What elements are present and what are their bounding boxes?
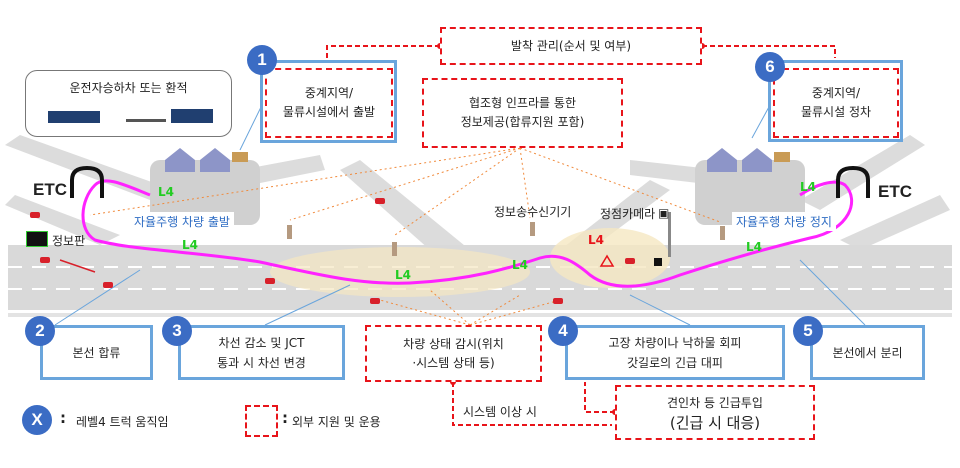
fallen-object-icon (654, 258, 662, 266)
ramp-left-lower (5, 195, 120, 245)
step-4-line1: 고장 차량이나 낙하물 회피 (608, 335, 742, 350)
step-1-line2: 물류시설에서 출발 (282, 105, 376, 119)
step-1-line1: 중계지역/ (304, 86, 354, 100)
info-box-line2: 정보제공(합류지원 포함) (460, 115, 585, 129)
right-logistics-yard (695, 160, 805, 225)
l4-badge: L4 (182, 238, 198, 252)
camera-label: 정점카메라 (600, 207, 656, 221)
step-5-text: 본선에서 분리 (832, 345, 903, 360)
info-board-icon (26, 231, 48, 247)
step-6-box: 중계지역/ 물류시설 정차 (768, 60, 903, 142)
cooperative-infra-info-box: 협조형 인프라를 통한 정보제공(합류지원 포함) (422, 78, 623, 148)
monitor-line2: ·시스템 상태 등) (412, 355, 495, 370)
departure-arrival-management-box: 발착 관리(순서 및 여부) (440, 27, 702, 65)
legend-colon: : (282, 409, 288, 427)
step-5-box: 본선에서 분리 (810, 325, 925, 380)
legend-dashed-text: 외부 지원 및 운용 (292, 415, 381, 429)
legend-colon: : (60, 409, 66, 427)
system-fault-label: 시스템 이상 시 (463, 405, 537, 419)
step-6-line2: 물류시설 정차 (800, 105, 872, 119)
step-1-badge: 1 (247, 45, 277, 75)
l4-badge: L4 (395, 268, 411, 282)
transceiver-pole-icon (287, 222, 725, 256)
step-1-box: 중계지역/ 물류시설에서 출발 (260, 60, 397, 143)
left-warehouse-icon (165, 148, 248, 172)
right-warehouse-icon (707, 148, 790, 172)
step-4-line2: 갓길로의 긴급 대피 (627, 355, 723, 370)
management-connectors (326, 45, 836, 426)
step-4-badge: 4 (548, 316, 578, 346)
step-6-line1: 중계지역/ (811, 86, 861, 100)
legend-dashed-symbol (245, 405, 278, 437)
car-icons (30, 198, 635, 304)
l4-badge: L4 (746, 240, 762, 254)
step-3-box: 차선 감소 및 JCT 통과 시 차선 변경 (178, 325, 345, 380)
truck-icon (171, 109, 213, 123)
emergency-line1: 견인차 등 긴급투입 (667, 395, 763, 410)
etc-gate-left-icon (70, 165, 104, 198)
legend-circle-symbol: X (22, 405, 52, 435)
emergency-line2: (긴급 시 대응) (669, 413, 761, 432)
step-3-badge: 3 (162, 316, 192, 346)
step-4-box: 고장 차량이나 낙하물 회피 갓길로의 긴급 대피 (565, 325, 785, 380)
incident-zone-highlight (550, 228, 670, 288)
vehicle-monitoring-box: 차량 상태 감시(위치 ·시스템 상태 등) (365, 325, 542, 382)
etc-left-label: ETC (33, 180, 67, 199)
transfer-speech-bubble: 운전자승하차 또는 환적 (25, 70, 232, 137)
warning-triangle-icon (599, 254, 615, 267)
step-5-badge: 5 (793, 316, 823, 346)
level4-truck-path (81, 179, 854, 288)
ramp-left-truck (240, 155, 325, 185)
callout-lines (54, 104, 866, 326)
merge-zone-highlight (270, 247, 530, 297)
step-6-badge: 6 (755, 52, 785, 82)
ramp-center-left (340, 160, 470, 250)
depart-label: 자율주행 차량 출발 (130, 212, 234, 231)
trailer-icon (126, 119, 166, 122)
stop-label: 자율주행 차량 정지 (732, 212, 836, 231)
step-2-box: 본선 합류 (40, 325, 153, 380)
info-board-label: 정보판 (52, 234, 86, 248)
step-3-line1: 차선 감소 및 JCT (218, 335, 305, 350)
step-1-dashed: 중계지역/ 물류시설에서 출발 (265, 68, 393, 138)
step-2-text: 본선 합류 (72, 345, 121, 360)
departure-arrival-management-label: 발착 관리(순서 및 여부) (510, 38, 632, 53)
emergency-response-box: 견인차 등 긴급투입 (긴급 시 대응) (615, 385, 815, 440)
info-box-line1: 협조형 인프라를 통한 (469, 96, 576, 110)
ramp-right-upper (800, 135, 925, 210)
ramp-right-lower (840, 195, 950, 250)
truck-icon (48, 111, 100, 123)
step-2-badge: 2 (25, 316, 55, 346)
left-logistics-yard (150, 160, 260, 225)
info-signal-lines (89, 147, 721, 326)
transceiver-label: 정보송수신기기 (494, 205, 572, 219)
l4-badge: L4 (512, 258, 528, 272)
legend-circle-text: 레벨4 트럭 움직임 (76, 415, 169, 429)
camera-icon: ▣ (658, 206, 670, 220)
etc-right-label: ETC (878, 182, 912, 201)
transfer-label: 운전자승하차 또는 환적 (69, 81, 188, 95)
step-6-dashed: 중계지역/ 물류시설 정차 (773, 68, 899, 138)
monitor-line1: 차량 상태 감시(위치 (403, 336, 504, 351)
step-3-line2: 통과 시 차선 변경 (217, 355, 306, 370)
etc-gate-right-icon (836, 165, 870, 198)
l4-badge: L4 (158, 185, 174, 199)
camera-pole (668, 212, 671, 257)
l4-badge: L4 (800, 180, 816, 194)
l4-badge-fault: L4 (588, 233, 604, 247)
